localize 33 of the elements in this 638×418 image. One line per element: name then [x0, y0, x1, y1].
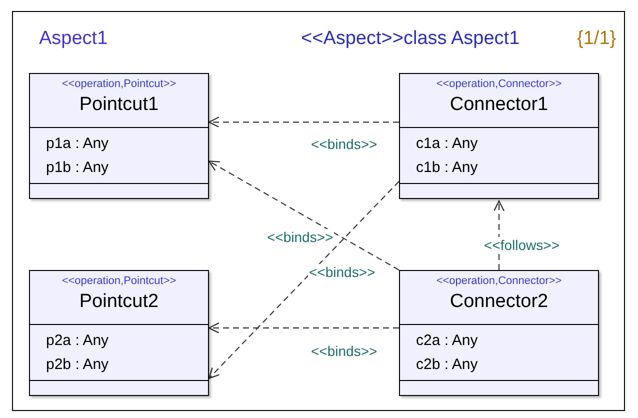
stereotype-text: <<operation,Connector>> [436, 77, 562, 92]
class-name: Connector1 [450, 93, 548, 117]
attribute-text: c2a : Any [416, 330, 479, 350]
class-name: Connector2 [450, 290, 548, 314]
edge-label: <<binds>> [310, 136, 378, 152]
edge-label: <<binds>> [310, 343, 378, 359]
class-box [29, 270, 209, 396]
attribute-text: c1a : Any [416, 134, 479, 154]
dependency-arrow [208, 160, 400, 270]
attribute-text: p1a : Any [46, 134, 110, 154]
class-box [399, 270, 599, 396]
attribute-text: p1b : Any [46, 158, 110, 178]
edge-label: <<follows>> [483, 237, 560, 253]
dependency-arrow [208, 322, 399, 334]
class-name: Pointcut1 [79, 93, 159, 117]
edge-label: <<binds>> [266, 229, 334, 245]
stereotype-text: <<operation,Pointcut>> [62, 77, 176, 92]
attribute-text: c1b : Any [416, 158, 479, 178]
class-box [29, 73, 209, 199]
stereotype-text: <<operation,Connector>> [436, 274, 562, 289]
attribute-text: p2b : Any [46, 354, 110, 374]
class-header: <<Aspect>>class Aspect1 [301, 27, 520, 51]
dependency-arrow [208, 180, 400, 379]
attribute-text: p2a : Any [46, 330, 110, 350]
aspect-frame [12, 11, 625, 411]
class-name: Pointcut2 [79, 290, 159, 314]
edge-label: <<binds>> [308, 264, 376, 280]
attribute-text: c2b : Any [416, 354, 479, 374]
dependency-arrow [208, 116, 399, 128]
stereotype-text: <<operation,Pointcut>> [62, 274, 176, 289]
class-box [399, 73, 599, 199]
frame-title: Aspect1 [39, 27, 108, 51]
multiplicity-text: {1/1} [577, 27, 616, 51]
